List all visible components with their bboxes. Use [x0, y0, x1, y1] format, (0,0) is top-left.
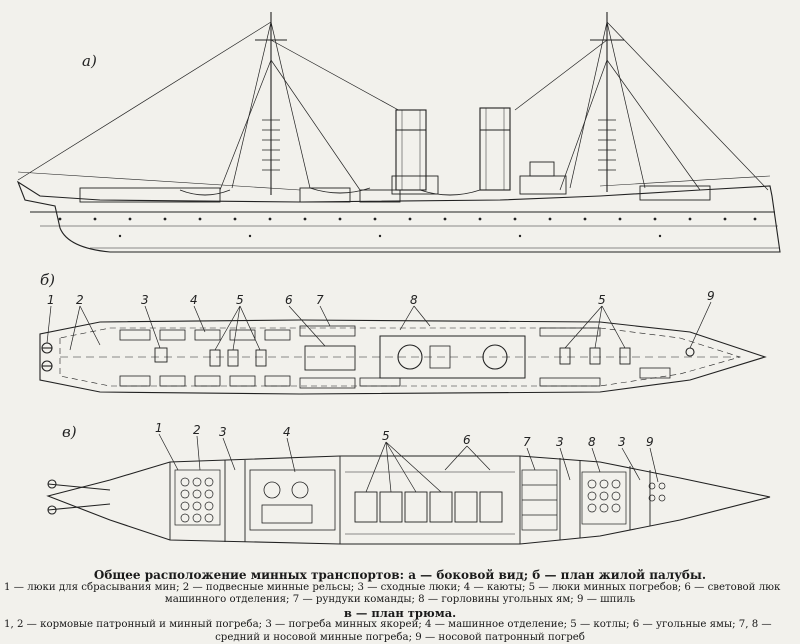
- callout-v-8: 8: [588, 435, 596, 449]
- callout-b-2: 2: [76, 293, 84, 307]
- callout-v-3-fore: 3: [618, 435, 626, 449]
- panel-label-a: а): [82, 52, 97, 70]
- rigging: [17, 21, 769, 191]
- panel-label-b: б): [40, 271, 55, 289]
- hull-outline: [16, 180, 781, 253]
- middle-magazine: [521, 469, 558, 531]
- living-deck-plan: б): [39, 271, 767, 395]
- engine-room-skylight: [304, 345, 356, 371]
- hold-outline: [46, 455, 771, 545]
- ship-general-arrangement-drawing: а): [16, 12, 781, 545]
- callout-v-2: 2: [193, 423, 201, 437]
- callout-v-5: 5: [382, 429, 390, 443]
- caption-legend-line4: средний и носовой минные погреба; 9 — но…: [215, 631, 585, 643]
- aft-magazines: [174, 469, 221, 526]
- caption-legend-line2: машинного отделения; 7 — рундуки команды…: [164, 594, 636, 606]
- funnel-casing: [379, 335, 526, 379]
- figure-caption: Общее расположение минных транспортов: а…: [4, 568, 796, 644]
- callout-v-3-mid: 3: [556, 435, 564, 449]
- callout-v-9: 9: [646, 435, 654, 449]
- engine-room: [249, 469, 336, 531]
- side-view: а): [16, 12, 781, 253]
- deck-outline: [39, 319, 767, 395]
- callout-v-3: 3: [219, 425, 227, 439]
- fore-magazines: [581, 471, 666, 525]
- callout-b-8: 8: [410, 293, 418, 307]
- caption-legend-line1: 1 — люки для сбрасывания мин; 2 — подвес…: [4, 582, 781, 593]
- callout-b-5: 5: [236, 293, 244, 307]
- capstan-icon: [685, 347, 695, 357]
- callout-b-1: 1: [47, 293, 55, 307]
- callout-b-5-fore: 5: [598, 293, 606, 307]
- caption-title: Общее расположение минных транспортов: а…: [93, 568, 707, 582]
- hold-plan: в): [46, 421, 771, 545]
- panel-label-v: в): [62, 423, 77, 441]
- callout-v-7: 7: [523, 435, 531, 449]
- callout-v-1: 1: [155, 421, 163, 435]
- bulkheads: [169, 456, 651, 544]
- caption-legend-line3: 1, 2 — кормовые патронный и минный погре…: [4, 619, 772, 631]
- callout-b-6: 6: [285, 293, 293, 307]
- deckhouses: [79, 161, 711, 203]
- callout-v-6: 6: [463, 433, 471, 447]
- callout-b-3: 3: [141, 293, 149, 307]
- callout-b-7: 7: [316, 293, 324, 307]
- callout-b-4: 4: [190, 293, 198, 307]
- portholes: [58, 217, 757, 238]
- cabins: [119, 325, 671, 389]
- caption-subtitle: в — план трюма.: [343, 605, 457, 620]
- funnels: [395, 107, 511, 191]
- callout-v-4: 4: [283, 425, 291, 439]
- callout-b-9: 9: [707, 289, 715, 303]
